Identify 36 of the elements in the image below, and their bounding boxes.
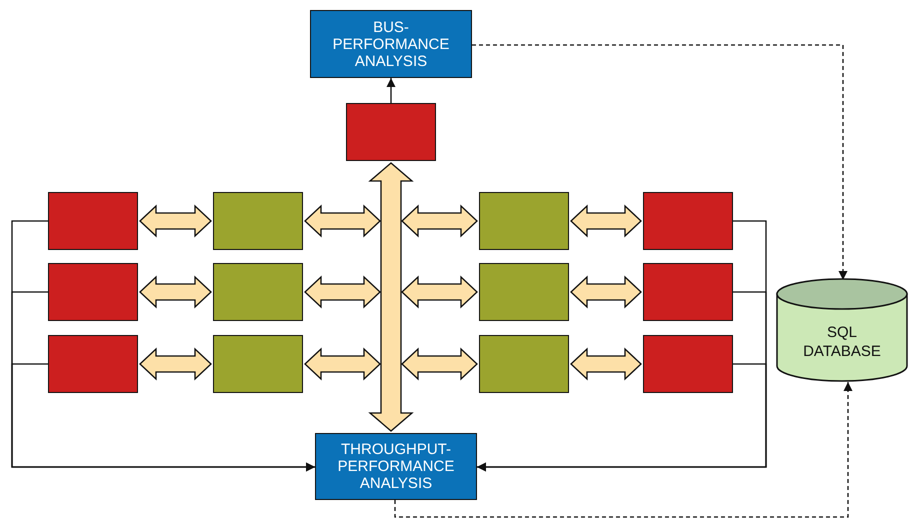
process-box — [213, 192, 303, 250]
process-box — [48, 335, 138, 393]
dashed-arrow — [394, 382, 853, 518]
node-label: THROUGHPUT- PERFORMANCE ANALYSIS — [336, 441, 456, 492]
double-arrow — [304, 348, 381, 380]
process-box — [346, 103, 436, 161]
dashed-arrow — [472, 44, 848, 280]
process-box — [213, 263, 303, 321]
arrow — [11, 363, 315, 472]
double-arrow — [570, 276, 642, 308]
process-box — [48, 192, 138, 250]
process-box — [479, 263, 569, 321]
process-box — [643, 335, 733, 393]
bus-double-arrow — [368, 162, 414, 432]
double-arrow — [304, 204, 381, 238]
process-box — [48, 263, 138, 321]
process-box — [643, 192, 733, 250]
double-arrow — [401, 276, 478, 308]
process-box — [643, 263, 733, 321]
double-arrow — [401, 348, 478, 380]
node-label: BUS- PERFORMANCE ANALYSIS — [332, 18, 450, 70]
double-arrow — [139, 276, 212, 308]
process-box — [479, 192, 569, 250]
double-arrow — [139, 348, 212, 380]
process-box — [315, 433, 477, 500]
double-arrow — [570, 348, 642, 380]
process-box — [213, 335, 303, 393]
arrow — [386, 78, 396, 103]
node-label: SQL DATABASE — [802, 323, 882, 361]
double-arrow — [139, 204, 212, 238]
process-box — [479, 335, 569, 393]
arrow — [477, 363, 767, 472]
double-arrow — [401, 204, 478, 238]
double-arrow — [304, 276, 381, 308]
process-box — [310, 10, 472, 78]
double-arrow — [570, 204, 642, 238]
